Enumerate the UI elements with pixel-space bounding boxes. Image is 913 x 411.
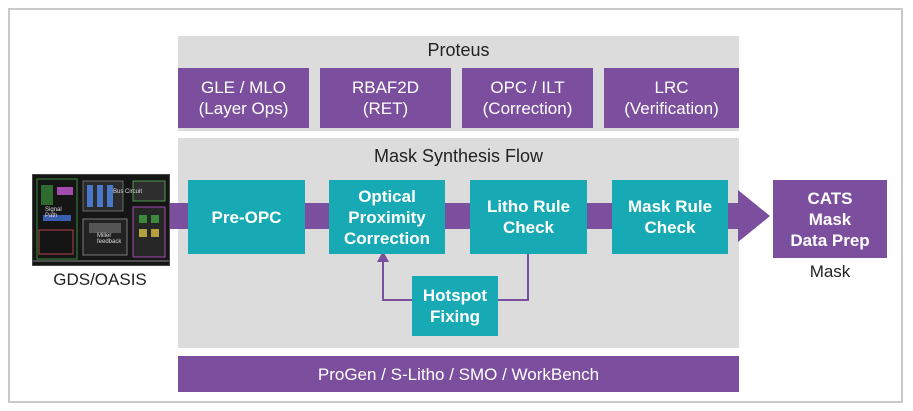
output-caption: Mask: [809, 262, 851, 281]
step-litho-rule-check: Litho Rule Check: [470, 180, 587, 254]
chip-label-miller-feedback: Miller feedback: [97, 233, 122, 245]
step-opc: Optical Proximity Correction: [329, 180, 445, 254]
output-line: Mask: [808, 209, 852, 229]
proteus-box-line1: OPC / ILT: [490, 78, 565, 97]
chip-label-bus-circuit: Bus Circuit: [113, 189, 143, 195]
proteus-box-line2: (RET): [362, 99, 409, 118]
step-hotspot-fixing: Hotspot Fixing: [412, 276, 498, 336]
proteus-title: Proteus: [427, 40, 490, 60]
proteus-box-lrc: LRC (Verification): [604, 68, 739, 128]
proteus-box-rbaf2d: RBAF2D (RET): [320, 68, 451, 128]
input-caption: GDS/OASIS: [53, 270, 147, 289]
flow-title: Mask Synthesis Flow: [373, 146, 544, 166]
proteus-box-line2: (Correction): [482, 99, 573, 118]
proteus-box-line1: RBAF2D: [351, 78, 420, 97]
output-line: Data Prep: [790, 230, 870, 250]
layout-thumbnail-graphic: [33, 175, 169, 265]
chip-label-signal-path: Signal Path: [45, 207, 62, 219]
tools-bar: ProGen / S-Litho / SMO / WorkBench: [178, 356, 739, 392]
proteus-box-line1: LRC: [654, 78, 689, 97]
tools-bar-label: ProGen / S-Litho / SMO / WorkBench: [317, 364, 600, 384]
output-cats-box: CATS Mask Data Prep: [773, 180, 887, 258]
proteus-box-opc-ilt: OPC / ILT (Correction): [462, 68, 593, 128]
step-pre-opc: Pre-OPC: [188, 180, 305, 254]
output-line: CATS: [807, 188, 853, 208]
proteus-box-gle-mlo: GLE / MLO (Layer Ops): [178, 68, 309, 128]
step-mask-rule-check: Mask Rule Check: [612, 180, 728, 254]
proteus-box-line2: (Layer Ops): [198, 99, 289, 118]
proteus-box-line1: GLE / MLO: [200, 78, 287, 97]
layout-thumbnail-image: Signal Path Bus Circuit Miller feedback: [32, 174, 170, 266]
proteus-box-line2: (Verification): [624, 99, 719, 118]
